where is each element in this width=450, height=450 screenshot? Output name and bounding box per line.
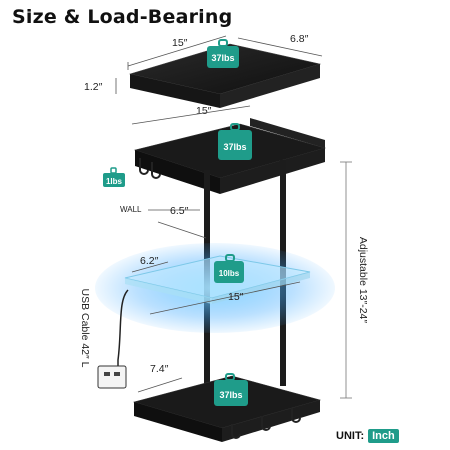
tray-width-label: 15″: [196, 105, 212, 117]
tray-load-label: 37lbs: [223, 142, 246, 152]
hook-load-badge: 1lbs: [103, 167, 125, 187]
top-shelf: [128, 43, 322, 108]
unit-value: Inch: [368, 429, 399, 443]
usb-cable: USB Cable 42″ L: [79, 288, 129, 389]
glass-width-dimension: 15″: [149, 281, 301, 315]
top-depth-dimension: 6.8″: [237, 33, 323, 57]
usb-cable-label: USB Cable 42″ L: [79, 288, 91, 367]
tray-load-badge: 37lbs: [218, 123, 252, 160]
top-load-label: 37lbs: [211, 53, 234, 63]
top-width-dimension: 15″: [127, 35, 227, 70]
wall-offset-label: 6.5″: [170, 205, 189, 217]
top-height-dimension: 1.2″: [84, 78, 117, 94]
glass-load-label: 10lbs: [219, 269, 240, 278]
top-width-label: 15″: [172, 37, 188, 49]
tray-hooks: [139, 158, 161, 179]
tray-width-line: [131, 105, 251, 125]
glass-load-badge: 10lbs: [214, 254, 244, 283]
hook-load-label: 1lbs: [106, 177, 123, 186]
top-load-badge: 37lbs: [207, 39, 239, 68]
adjustable-label: Adjustable 13″-24″: [357, 237, 369, 324]
diagram-title: Size & Load-Bearing: [12, 6, 233, 28]
adjustable-dimension: Adjustable 13″-24″: [340, 161, 369, 399]
bottom-load-label: 37lbs: [219, 390, 242, 400]
wall-label: WALL: [120, 205, 142, 214]
glass-depth-dimension: 6.2″: [131, 255, 169, 273]
glass-depth-label: 6.2″: [140, 255, 159, 267]
bottom-depth-label: 7.4″: [150, 363, 169, 375]
top-depth-label: 6.8″: [290, 33, 309, 45]
wall-dimension: WALL 6.5″: [120, 205, 207, 239]
glass-width-label: 15″: [228, 291, 244, 303]
bottom-load-badge: 37lbs: [214, 373, 248, 406]
unit-label: UNIT:: [336, 430, 365, 442]
unit-legend: UNIT:Inch: [336, 429, 399, 443]
top-height-label: 1.2″: [84, 81, 103, 93]
bottom-depth-dimension: 7.4″: [137, 363, 183, 393]
bottom-hooks: [231, 408, 301, 439]
